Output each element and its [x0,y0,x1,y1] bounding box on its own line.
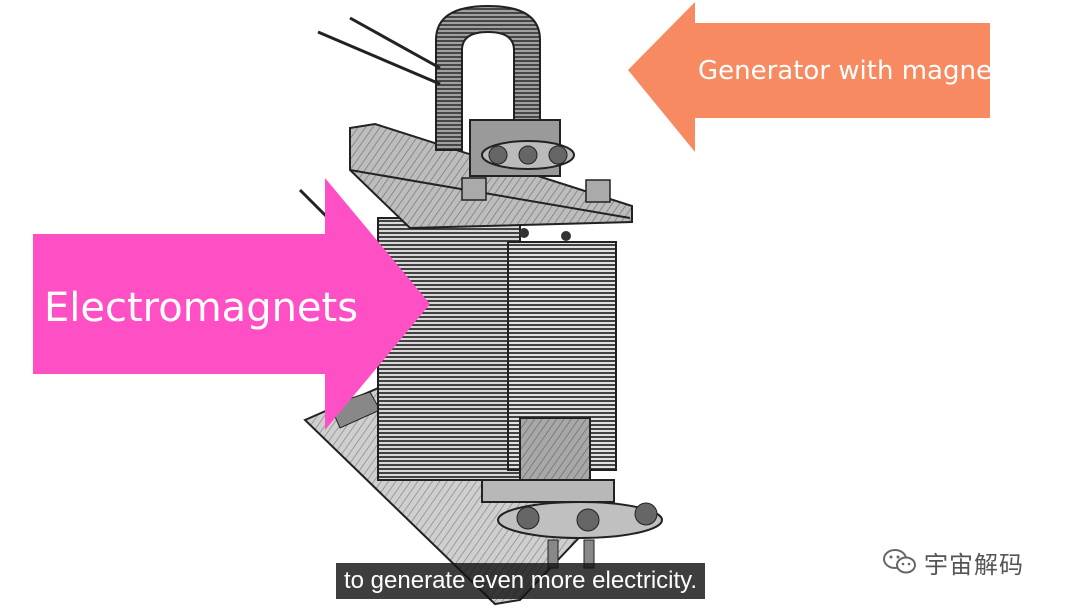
electromagnets-label: Electromagnets [44,285,359,331]
channel-watermark: 宇宙解码 [882,545,1024,579]
wechat-icon [883,549,916,574]
generator-label: Generator with magnets [698,56,1016,86]
watermark-text: 宇宙解码 [924,550,1024,579]
electromagnets-arrow [33,178,430,430]
subtitle-caption: to generate even more electricity. [336,563,706,599]
generator-arrow [628,2,990,152]
